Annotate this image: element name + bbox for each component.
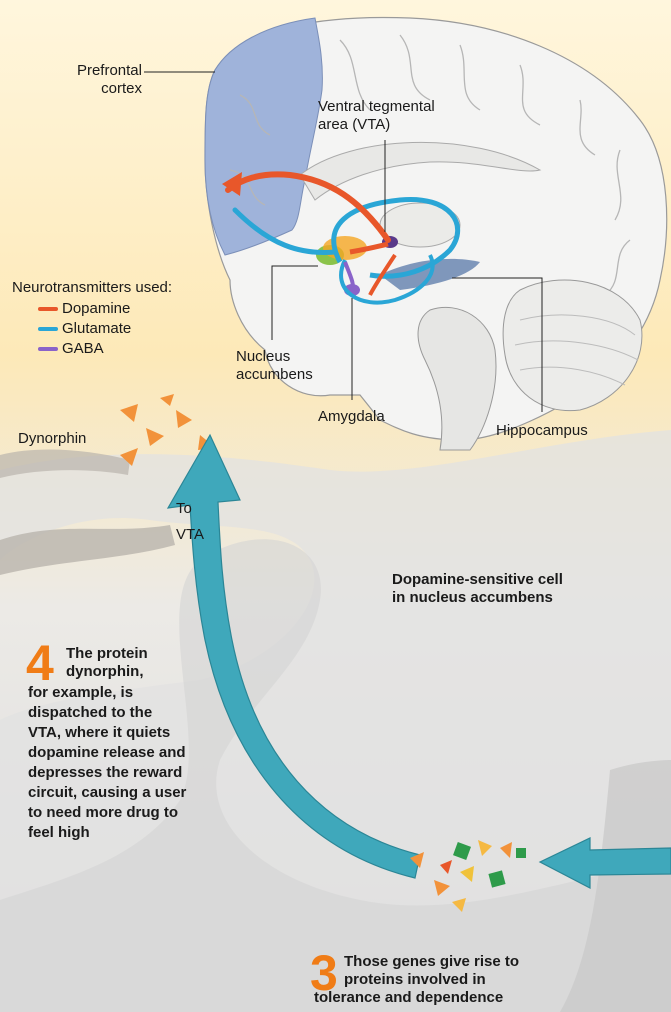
step-3-line1: Those genes give rise to: [344, 953, 519, 971]
label-prefrontal-line2: cortex: [52, 80, 142, 98]
label-to-vta-line1: To: [176, 500, 204, 518]
legend-label-glutamate: Glutamate: [62, 320, 131, 337]
step-4-line1: The protein: [66, 645, 148, 663]
legend-label-dopamine: Dopamine: [62, 300, 130, 317]
gaba-swatch: [38, 347, 58, 351]
cerebellum: [503, 280, 642, 411]
label-nucleus-accumbens: Nucleus accumbens: [236, 348, 313, 384]
step-4-line9: to need more drug to: [28, 803, 186, 823]
step-4-line3: for example, is: [28, 683, 186, 703]
legend-item-glutamate: Glutamate: [38, 320, 131, 337]
step-4-line2: dynorphin,: [66, 663, 148, 681]
label-vta-line1: Ventral tegmental: [318, 98, 435, 116]
legend-title: Neurotransmitters used:: [12, 279, 172, 297]
dopamine-swatch: [38, 307, 58, 311]
step-4-line5: VTA, where it quiets: [28, 723, 186, 743]
label-prefrontal-line1: Prefrontal: [52, 62, 142, 80]
label-vta: Ventral tegmental area (VTA): [318, 98, 435, 134]
step-4-number: 4: [26, 638, 54, 688]
legend-label-gaba: GABA: [62, 340, 104, 357]
step-4-line8: circuit, causing a user: [28, 783, 186, 803]
label-cell-line1: Dopamine-sensitive cell: [392, 571, 563, 589]
step-3-text-head: Those genes give rise to proteins involv…: [344, 953, 519, 989]
label-dopamine-sensitive-cell: Dopamine-sensitive cell in nucleus accum…: [392, 571, 563, 607]
step-4-text-head: The protein dynorphin,: [66, 645, 148, 681]
step-3-line2: proteins involved in: [344, 971, 519, 989]
step-3-line3: tolerance and dependence: [314, 989, 503, 1007]
legend-item-dopamine: Dopamine: [38, 300, 130, 317]
step-4-line6: dopamine release and: [28, 743, 186, 763]
label-cell-line2: in nucleus accumbens: [392, 589, 563, 607]
label-amygdala: Amygdala: [318, 408, 385, 426]
brain: [205, 18, 667, 450]
label-to-vta: To VTA: [176, 500, 204, 544]
step-4-line7: depresses the reward: [28, 763, 186, 783]
step-4-text-body: for example, is dispatched to the VTA, w…: [28, 683, 186, 843]
label-nucleus-line2: accumbens: [236, 366, 313, 384]
legend-item-gaba: GABA: [38, 340, 104, 357]
label-to-vta-line2: VTA: [176, 526, 204, 544]
label-dynorphin: Dynorphin: [18, 430, 86, 448]
label-vta-line2: area (VTA): [318, 116, 435, 134]
glutamate-swatch: [38, 327, 58, 331]
label-prefrontal-cortex: Prefrontal cortex: [52, 62, 142, 98]
step-4-line4: dispatched to the: [28, 703, 186, 723]
label-nucleus-line1: Nucleus: [236, 348, 313, 366]
label-hippocampus: Hippocampus: [496, 422, 588, 440]
step-4-line10: feel high: [28, 823, 186, 843]
